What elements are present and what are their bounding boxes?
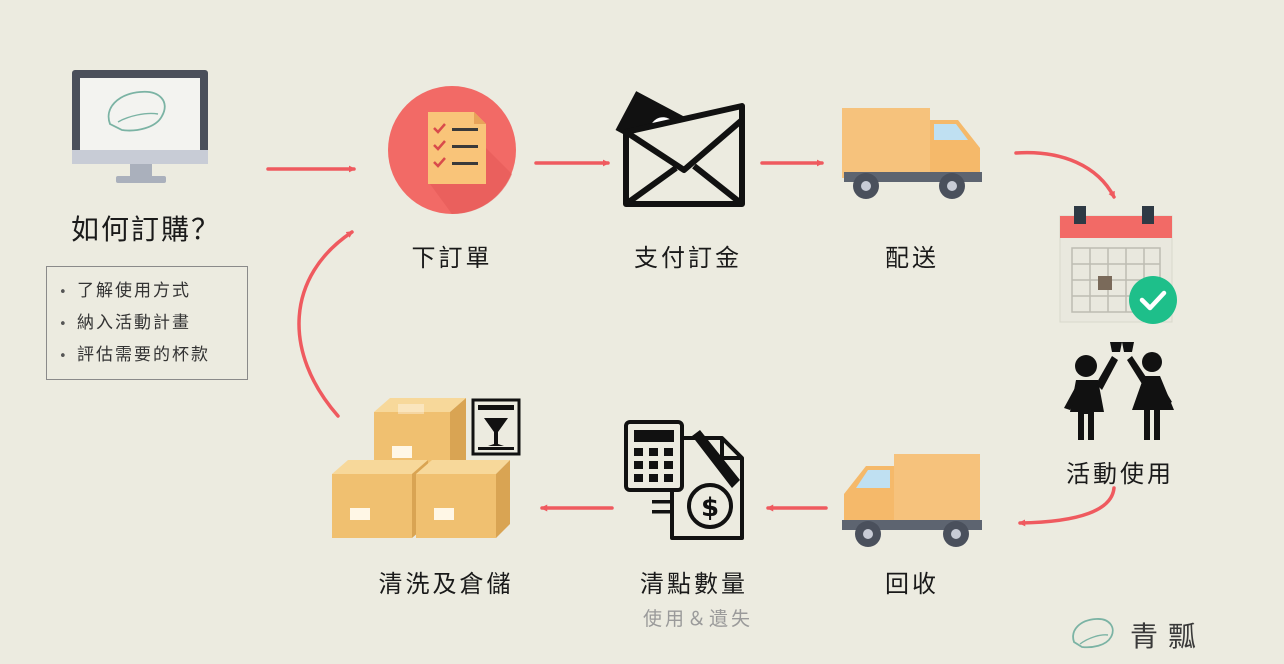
truck-icon [842,454,982,547]
calendar-check-icon [1059,206,1177,324]
brand-name: 青瓢 [1130,620,1207,653]
toasting-people-icon [1064,342,1174,440]
wash-glass-icon [471,398,521,456]
step-order-label: 下訂單 [411,244,493,272]
arrow-event-to-pickup [1018,486,1116,527]
truck-icon [842,108,982,199]
money-envelope-icon: $ [615,91,745,207]
flow-arrows [266,150,1116,527]
checklist-icon [388,86,516,215]
intro-bullet-box: 了解使用方式 納入活動計畫 評估需要的杯款 [46,266,248,380]
arrow-wash-to-order [297,230,354,418]
boxes-icon [332,398,510,538]
step-event-use-label: 活動使用 [1066,460,1174,488]
gourd-logo-icon [1072,618,1114,649]
step-delivery-label: 配送 [885,244,939,272]
step-count-note: 使用＆遺失 [642,608,754,630]
page-title: 如何訂購？ [70,213,222,246]
step-deposit-label: 支付訂金 [634,244,742,272]
step-pickup-label: 回收 [885,570,939,598]
monitor-icon [72,70,208,183]
arrow-delivery-to-calendar [1014,150,1116,199]
step-count-label: 清點數量 [640,570,748,598]
calculator-invoice-icon: $ [624,420,744,540]
svg-text:$: $ [701,493,719,523]
intro-bullet: 了解使用方式 [59,276,247,308]
step-wash-store-label: 清洗及倉儲 [378,570,514,598]
intro-bullet: 納入活動計畫 [59,308,247,340]
intro-bullet: 評估需要的杯款 [59,340,247,372]
